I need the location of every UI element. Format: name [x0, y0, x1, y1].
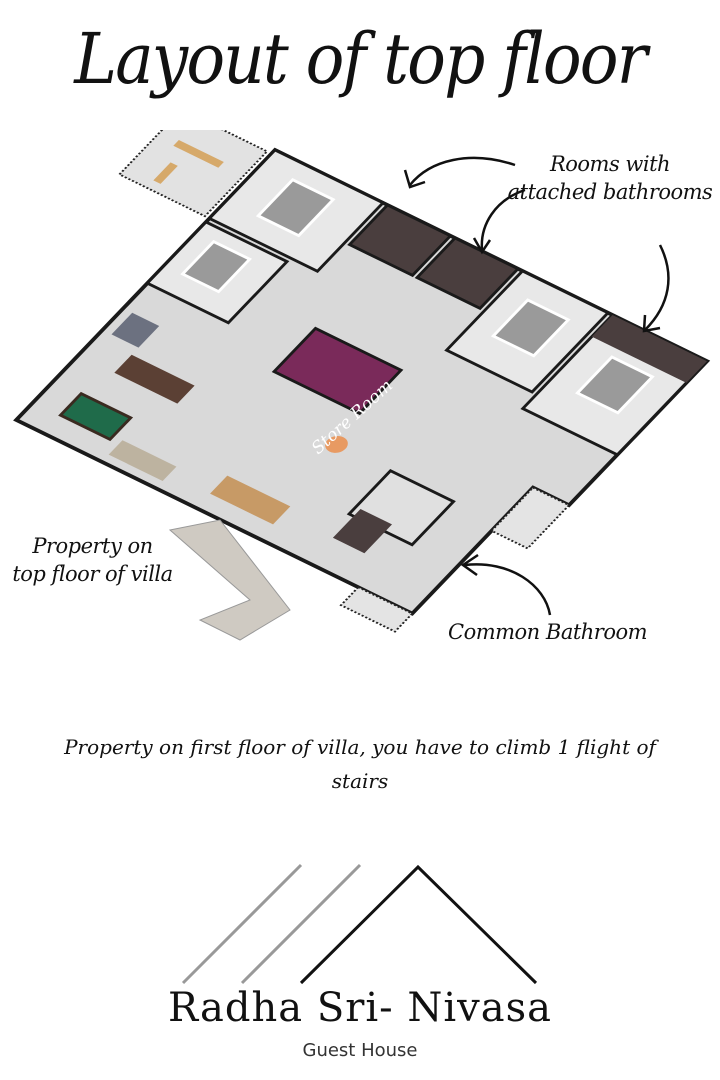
property-line2: top floor of villa: [12, 562, 173, 586]
common-bathroom-shower: [332, 508, 392, 554]
round-table-icon: [325, 435, 348, 453]
arrow-head-icon: [642, 314, 661, 333]
stairs-icon: [168, 519, 291, 641]
armchair-icon: [111, 312, 160, 348]
bathroom-3: [591, 314, 708, 383]
bottom-balcony: [339, 586, 414, 633]
right-balcony: [490, 486, 571, 550]
floor-plan: Store Room: [13, 130, 711, 641]
logo-icon: [181, 863, 538, 985]
bathroom-2: [414, 236, 521, 311]
bed-icon: [255, 178, 336, 238]
bathroom-1: [347, 203, 453, 278]
property-line1: Property on: [32, 534, 153, 558]
common-bathroom-label: Common Bathroom: [448, 620, 648, 644]
arrow-icon: [464, 563, 552, 616]
left-balcony: [117, 130, 269, 218]
bench-icon: [153, 162, 178, 184]
arrow-head-icon: [472, 237, 492, 255]
dining-table-icon: [210, 475, 291, 525]
arrow-icon: [480, 188, 526, 251]
bench-icon: [173, 139, 224, 168]
arrow-icon: [644, 244, 670, 331]
page-title: Layout of top floor: [74, 18, 647, 100]
arrow-icon: [409, 156, 516, 186]
note-text: Property on first floor of villa, you ha…: [64, 735, 656, 793]
rooms-attached-label: Rooms with attached bathrooms: [500, 150, 720, 206]
arrow-head-icon: [403, 169, 426, 189]
bed-icon: [575, 355, 655, 415]
sofa-icon: [108, 440, 177, 481]
rooms-attached-line1: Rooms with: [549, 152, 671, 176]
arrow-head-icon: [460, 553, 479, 577]
property-label: Property on top floor of villa: [5, 532, 180, 588]
sofa-icon: [114, 354, 195, 404]
brand-name: Radha Sri- Nivasa: [168, 985, 552, 1031]
bed-icon: [180, 239, 253, 294]
bed-icon: [490, 298, 571, 358]
store-room: [271, 326, 404, 416]
brand-tagline: Guest House: [302, 1040, 418, 1061]
pool-table-icon: [58, 391, 134, 442]
rooms-attached-line2: attached bathrooms: [507, 180, 713, 204]
